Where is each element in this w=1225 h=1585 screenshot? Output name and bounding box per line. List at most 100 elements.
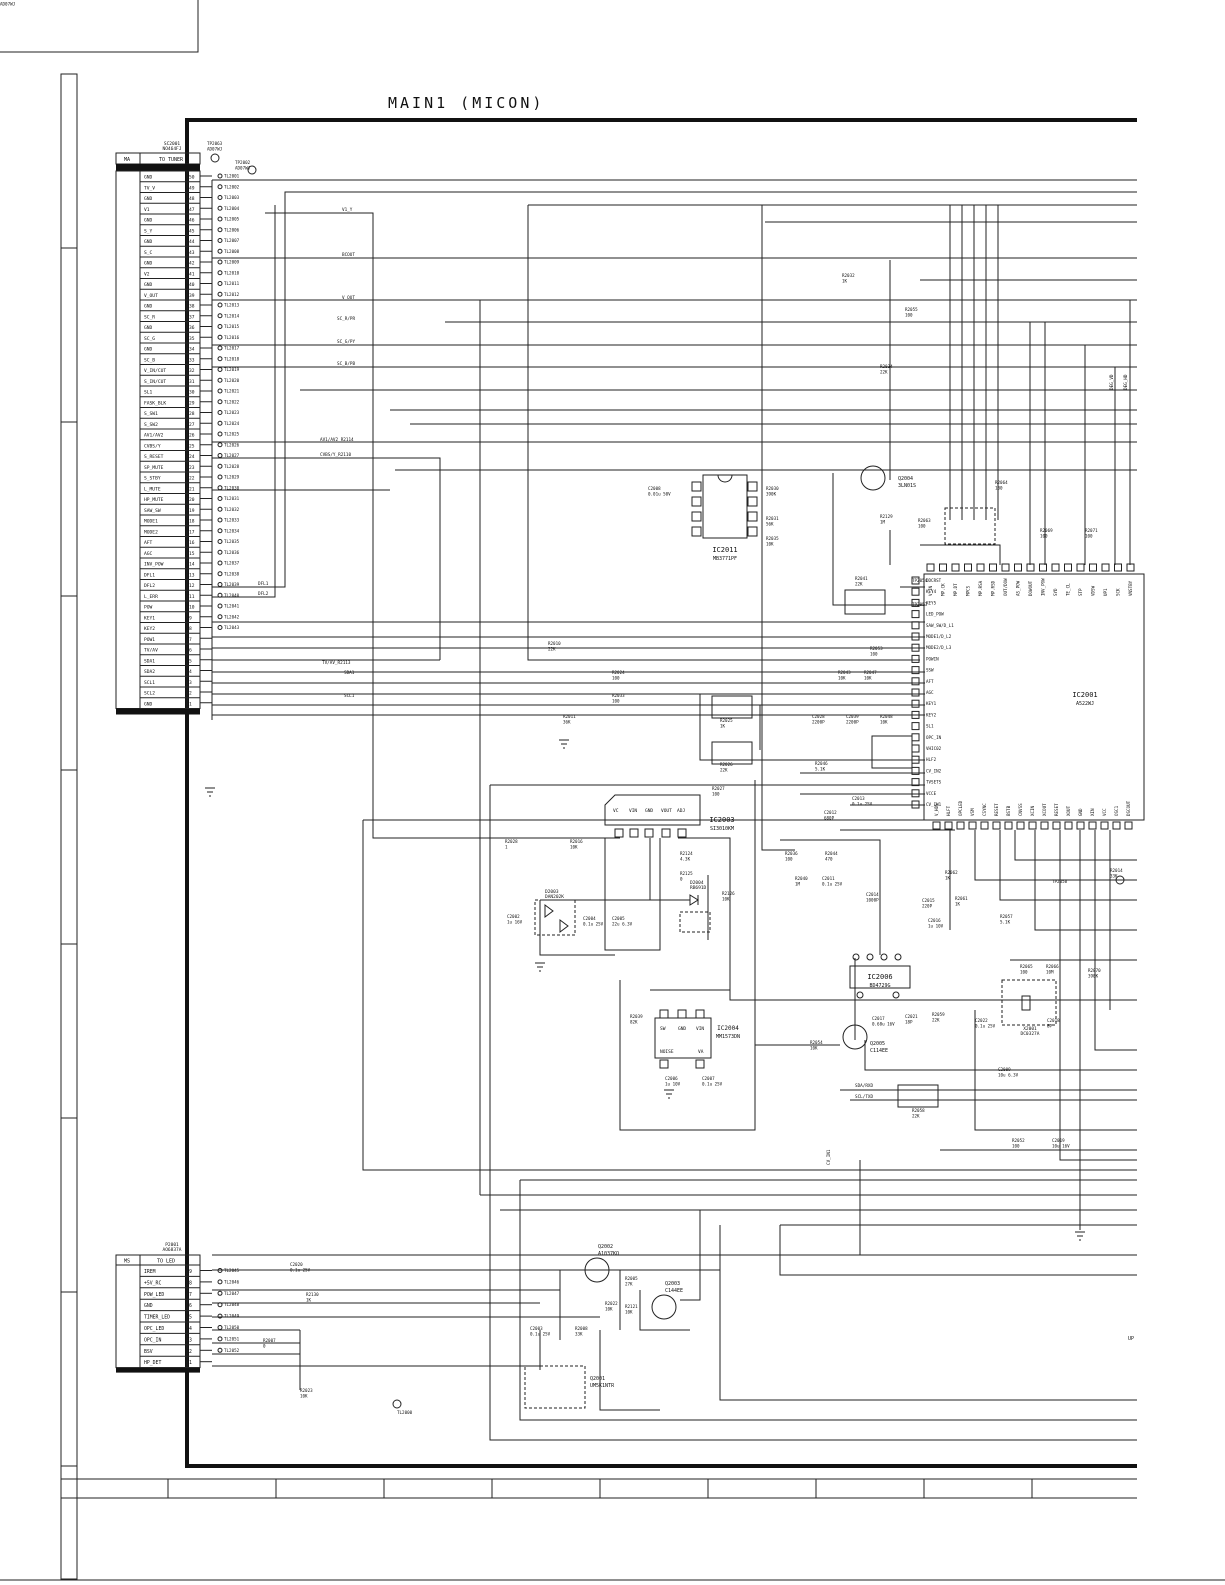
net-label: SC_R/PR [337, 316, 356, 322]
connector1-pin-number: 44 [189, 239, 195, 245]
connector1-ref: SC2001 [164, 141, 181, 147]
component-value: 100 [918, 524, 926, 529]
ic-part: MB3771PF [713, 556, 737, 562]
ic2001-bottom-pin [932, 821, 941, 830]
connector1-tl-point [217, 528, 223, 534]
connector2-bar-bottom [116, 1367, 200, 1373]
ic2001-top-pin-label: MP.RSD [991, 580, 996, 596]
connector1-pin-name: AV1/AV2 [144, 433, 164, 439]
ic2001-bottom-pin [1076, 821, 1085, 830]
connector1-tl-point [217, 560, 223, 566]
ic2001-bottom-pin [1052, 821, 1061, 830]
connector2-pin-name: HP_DET [144, 1360, 161, 1366]
connector2-pin-name: IREM [144, 1269, 156, 1275]
connector1-pin-name: SDA2 [144, 669, 155, 675]
component-value: 0.1u 25V [290, 1268, 311, 1273]
connector1-pin-name: SAW_SW [144, 508, 161, 514]
ic2001-left-pin [911, 598, 920, 607]
connector1-pin-name: FASK_BLK [144, 400, 166, 406]
component-value: 27K [625, 1282, 633, 1287]
ic2001-bottom-pin [1100, 821, 1109, 830]
component-value: 22K [720, 768, 728, 773]
ic2001-left-pin-label: HLF2 [926, 757, 937, 762]
component-value: 0.1u 25V [702, 1082, 723, 1087]
component-value: 33K [1110, 874, 1118, 879]
ic2001-left-pin [911, 744, 920, 753]
connector1-tl-point [217, 549, 223, 555]
transistor-ref: Q2005 [870, 1041, 885, 1047]
component-ref: C2019 [1052, 1138, 1065, 1143]
connector1-pin-name: SCL2 [144, 691, 155, 697]
connector1-pin-name: V_OUT [144, 293, 158, 299]
component-value: 0.1u 25V [852, 802, 873, 807]
ic2001-top-pin [1064, 563, 1072, 572]
component-ref: R2030 [766, 486, 779, 491]
connector1-tl-point [217, 356, 223, 362]
ic-name: IC2011 [712, 546, 737, 554]
ic2011 [691, 474, 758, 539]
connector1-pin-name: DFL1 [144, 572, 155, 578]
transistor-part: C144EE [665, 1288, 683, 1294]
component-value: 1u 16V [507, 920, 523, 925]
component-ref: R2047 [864, 670, 877, 675]
connector1-pin-name: TV_V [144, 185, 155, 191]
connector1-pin-number: 46 [189, 218, 195, 224]
component-ref: R2054 [810, 1040, 823, 1045]
connector1-tl-label: TL2036 [224, 550, 240, 555]
connector1-pin-name: SC_R [144, 314, 155, 320]
connector1-tl-label: TL2018 [224, 356, 240, 361]
component-ref: C2002 [507, 914, 520, 919]
component-ref: R2008 [575, 1326, 588, 1331]
connector2-dest: TO LED [157, 1259, 175, 1265]
component-value: 0.68u 16V [872, 1022, 895, 1027]
connector1-tl-point [217, 367, 223, 372]
ic2001-left-pin-label: KEY5 [926, 600, 937, 605]
connector2-pin-number: 1 [189, 1360, 192, 1366]
connector1-pin-name: AGC [144, 551, 153, 557]
connector1-pin-name: L_MUTE [144, 486, 161, 492]
component-ref: C2028 [812, 714, 825, 719]
component-ref: C2013 [852, 796, 865, 801]
net-label: SDA/RXD [855, 1083, 874, 1089]
ic-pin-label: ADJ [677, 808, 685, 814]
component-value: 10K [838, 676, 846, 681]
ic2001-bottom-pin-label: V_HDS [934, 803, 939, 816]
connector1-tl-label: TL2004 [224, 206, 240, 211]
connector1-tl-point [217, 216, 223, 222]
connector1-tl-label: TL2010 [224, 270, 240, 275]
component-value: 82K [630, 1020, 638, 1025]
component-ref: R2032 [842, 273, 855, 278]
ic2001-top-pin [1039, 563, 1047, 572]
transistor-ref: Q2002 [598, 1244, 613, 1250]
component-ref: C2020 [290, 1262, 303, 1267]
component-value: 0 [263, 1344, 266, 1349]
component-ref: R2028 [505, 839, 518, 844]
component-value: 390K [766, 492, 777, 497]
connector1-pin-number: 41 [189, 271, 195, 277]
connector1-pin-number: 25 [189, 443, 195, 449]
connector1-pin-number: 18 [189, 519, 195, 525]
ic-pin-label: GND [678, 1026, 686, 1032]
connector1-tl-label: TL2023 [224, 410, 240, 415]
connector1-pin-number: 29 [189, 400, 195, 406]
connector1-tl-point [217, 184, 223, 190]
connector1-pin-name: S_SW2 [144, 422, 158, 428]
connector1-tl-point [217, 345, 223, 351]
component-ref: R2014 [1110, 868, 1123, 873]
connector1-tl-label: TL2001 [224, 174, 240, 179]
component-value: 1M [795, 882, 801, 887]
connector1-pin-name: SCL1 [144, 680, 155, 686]
ic2006 [849, 953, 911, 999]
connector1-pin-number: 15 [189, 551, 195, 557]
component-ref: R2043 [838, 670, 851, 675]
ic2001-top-pin [939, 563, 947, 572]
component-ref: TP2053 [912, 602, 928, 607]
connector1-pin-name: SC_B [144, 357, 155, 363]
connector1-pin-number: 16 [189, 540, 195, 546]
component-ref: R2055 [905, 307, 918, 312]
component-ref: R2121 [625, 1304, 638, 1309]
ic2003 [604, 794, 701, 838]
connector1-pin-number: 4 [189, 669, 192, 675]
ic2001-left-pin-label: VHIC02 [926, 746, 942, 751]
ic2001-top-pin-label: AS_POW [1016, 580, 1021, 596]
